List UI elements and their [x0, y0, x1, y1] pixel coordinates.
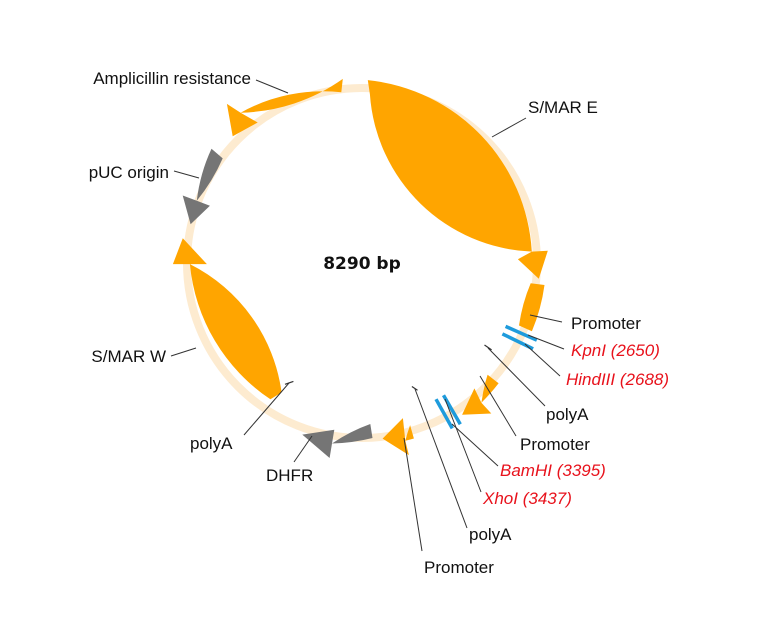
kpni-name: KpnI — [571, 341, 606, 360]
label-hindiii: HindIII (2688) — [566, 370, 669, 389]
label-polya-1: polyA — [546, 405, 589, 424]
label-promoter-3: Promoter — [424, 558, 494, 577]
leader-polya-1 — [487, 347, 546, 407]
label-polya-3: polyA — [190, 434, 233, 453]
leader-smar-e — [491, 117, 527, 138]
label-bamhi: BamHI (3395) — [500, 461, 606, 480]
leader-promoter-3 — [403, 437, 423, 552]
puc-origin-segment — [182, 148, 223, 225]
label-promoter-1: Promoter — [571, 314, 641, 333]
leader-amp-resistance — [255, 79, 289, 94]
leader-polya-2 — [414, 388, 468, 529]
label-polya-2: polyA — [469, 525, 512, 544]
label-xhoi: XhoI (3437) — [482, 489, 572, 508]
smar-e-segment — [367, 80, 548, 279]
label-amp-resistance: Amplicillin resistance — [93, 69, 251, 88]
dhfr-segment — [302, 424, 373, 458]
leader-promoter-2 — [479, 375, 517, 437]
amp-resistance-segment — [226, 78, 343, 137]
kpni-marker — [504, 324, 538, 342]
label-smar-e: S/MAR E — [528, 98, 598, 117]
hindiii-name: HindIII — [566, 370, 615, 389]
promoter-2-segment — [462, 374, 499, 415]
smar-w-segment — [172, 238, 282, 400]
bamhi-marker — [434, 398, 454, 430]
polya-1-tick — [484, 344, 492, 351]
leader-dhfr — [293, 435, 313, 463]
leader-promoter-1 — [529, 314, 563, 323]
bamhi-position: (3395) — [557, 461, 606, 480]
label-dhfr: DHFR — [266, 466, 313, 485]
xhoi-name: XhoI — [482, 489, 518, 508]
label-kpni: KpnI (2650) — [571, 341, 660, 360]
leader-puc-origin — [173, 170, 200, 179]
polya-2-tick — [411, 385, 418, 391]
xhoi-position: (3437) — [523, 489, 572, 508]
xhoi-marker — [441, 394, 462, 426]
promoter-1-segment — [519, 283, 545, 332]
leader-smar-w — [170, 347, 197, 357]
leader-kpni — [527, 334, 565, 350]
leader-bamhi — [451, 423, 499, 467]
polya-3-tick — [284, 380, 294, 385]
promoter-3-segment — [382, 418, 414, 456]
label-promoter-2: Promoter — [520, 435, 590, 454]
leader-polya-3 — [243, 382, 290, 436]
kpni-position: (2650) — [611, 341, 660, 360]
hindiii-position: (2688) — [620, 370, 669, 389]
leader-xhoi — [444, 398, 482, 493]
leader-hindiii — [524, 343, 561, 377]
label-smar-w: S/MAR W — [91, 347, 166, 366]
plasmid-size-label: 8290 bp — [323, 254, 401, 274]
label-puc-origin: pUC origin — [89, 163, 169, 182]
bamhi-name: BamHI — [500, 461, 552, 480]
